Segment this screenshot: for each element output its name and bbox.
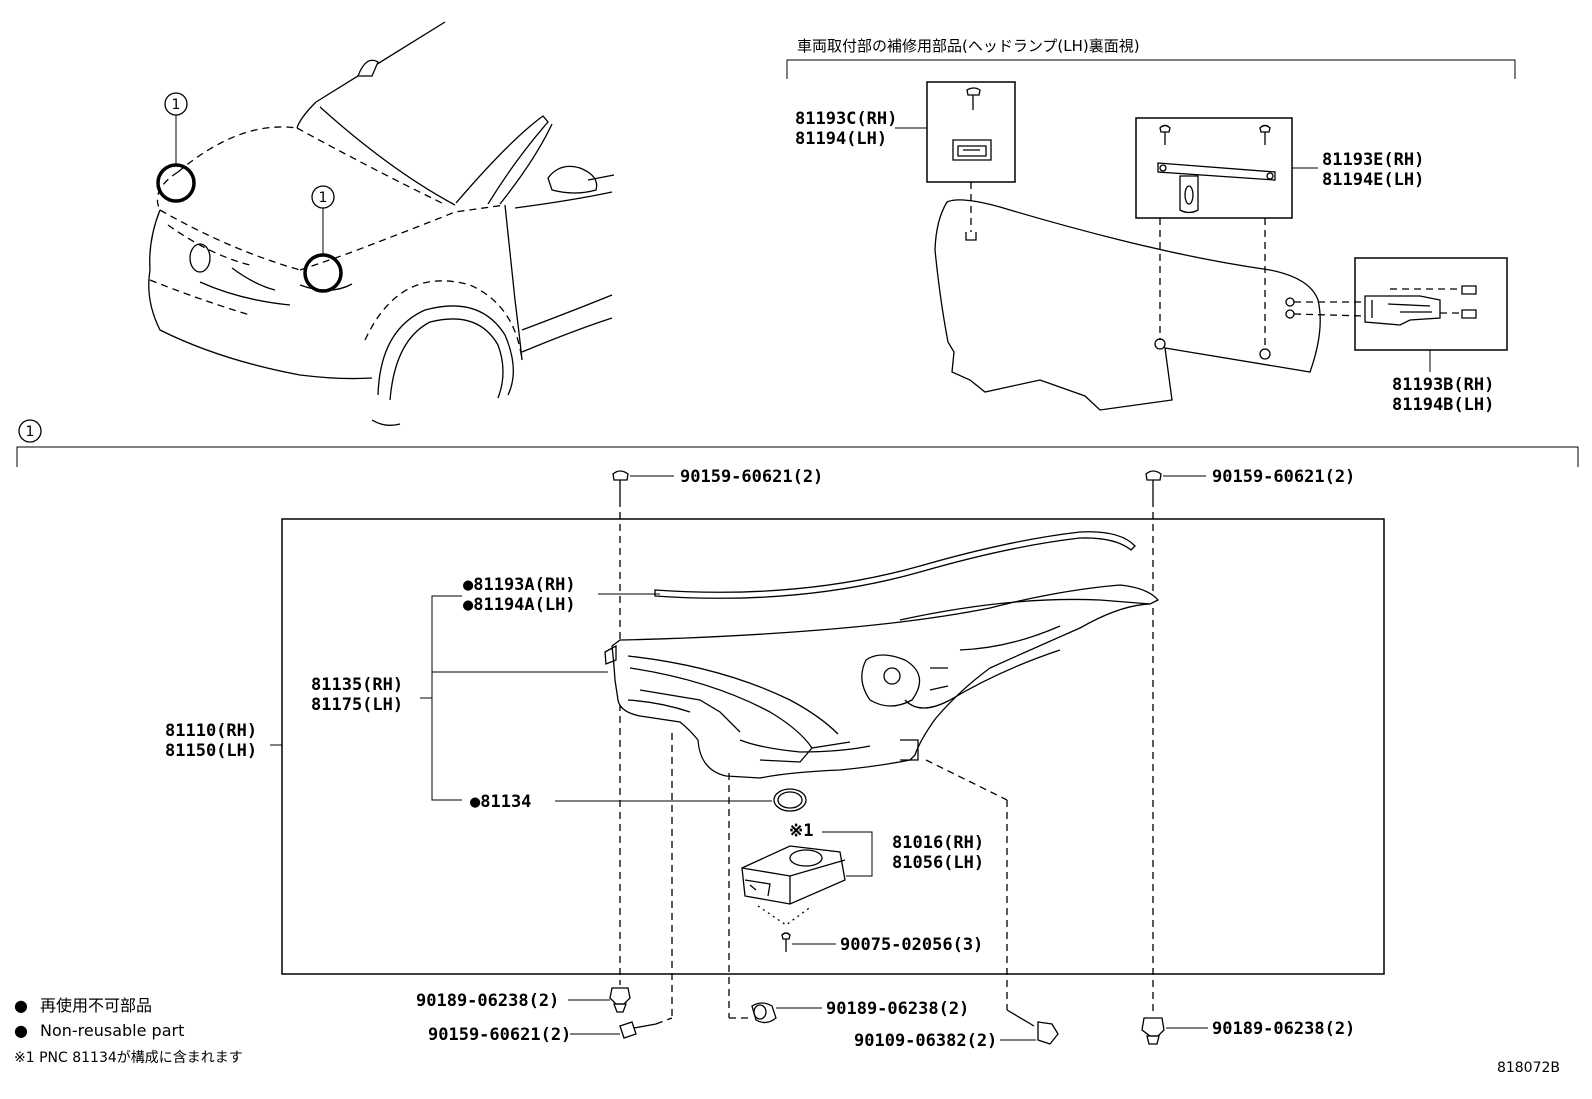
part-81194-lh: 81194(LH): [795, 129, 887, 149]
part-81193C-rh: 81193C(RH): [795, 109, 897, 129]
callout-circle-a: [164, 92, 188, 116]
part-81194A-lh: ●81194A(LH): [463, 595, 576, 615]
part-bolt-left-bottom: 90159-60621(2): [428, 1025, 571, 1045]
bolt-left-top: 90159-60621(2): [612, 467, 823, 985]
callout-circle-b: [311, 185, 335, 209]
legend-dot-1: ●: [14, 996, 28, 1015]
legend-line-2: Non-reusable part: [40, 1021, 184, 1040]
part-81016-rh: 81016(RH): [892, 833, 984, 853]
part-bolt-left-top: 90159-60621(2): [680, 467, 823, 487]
legend-line-1: 再使用不可部品: [40, 996, 152, 1015]
part-81134: ●81134: [470, 792, 531, 812]
part-81194B-lh: 81194B(LH): [1392, 395, 1494, 415]
bolt-right-top: 90159-60621(2): [1145, 467, 1355, 1015]
part-clip-center: 90189-06238(2): [826, 999, 969, 1019]
bottom-fasteners: 90189-06238(2) 90159-60621(2) 90189-0623…: [416, 987, 1355, 1051]
note-mark: ※1: [789, 821, 813, 841]
part-81193A-rh: ●81193A(RH): [463, 575, 576, 595]
repair-parts-title: 車両取付部の補修用部品(ヘッドランプ(LH)裏面視): [797, 37, 1140, 55]
callout-label-b: 1: [319, 190, 328, 206]
assembly-frame: [281, 518, 1385, 975]
assembly-bracket: [16, 446, 1579, 467]
legend: ● 再使用不可部品 ● Non-reusable part ※1 PNC 811…: [14, 996, 243, 1066]
diagram-code: 818072B: [1497, 1060, 1560, 1076]
part-clip-right: 90189-06238(2): [1212, 1019, 1355, 1039]
part-bolt-right-top: 90159-60621(2): [1212, 467, 1355, 487]
part-81150-lh: 81150(LH): [165, 741, 257, 761]
part-81194E-lh: 81194E(LH): [1322, 170, 1424, 190]
part-81193E-rh: 81193E(RH): [1322, 150, 1424, 170]
callout-circle-main: [18, 419, 42, 443]
repair-parts-group: 車両取付部の補修用部品(ヘッドランプ(LH)裏面視) 81193C(RH) 81…: [786, 37, 1516, 415]
headlamp-assembly-group: 1 90159-60621(2) 90159-60621(2): [16, 419, 1579, 1018]
callout-label-a: 1: [172, 97, 181, 113]
part-clip-left: 90189-06238(2): [416, 991, 559, 1011]
part-81056-lh: 81056(LH): [892, 853, 984, 873]
part-screw-ballast: 90075-02056(3): [840, 935, 983, 955]
callout-label-main: 1: [26, 424, 35, 440]
repair-parts-bracket: [786, 59, 1516, 79]
legend-dot-2: ●: [14, 1021, 28, 1040]
part-81110-rh: 81110(RH): [165, 721, 257, 741]
legend-note: ※1 PNC 81134が構成に含まれます: [14, 1050, 243, 1066]
part-bolt-center: 90109-06382(2): [854, 1031, 997, 1051]
part-81193B-rh: 81193B(RH): [1392, 375, 1494, 395]
part-81175-lh: 81175(LH): [311, 695, 403, 715]
car-front-illustration: 1 1: [148, 21, 615, 426]
part-81135-rh: 81135(RH): [311, 675, 403, 695]
